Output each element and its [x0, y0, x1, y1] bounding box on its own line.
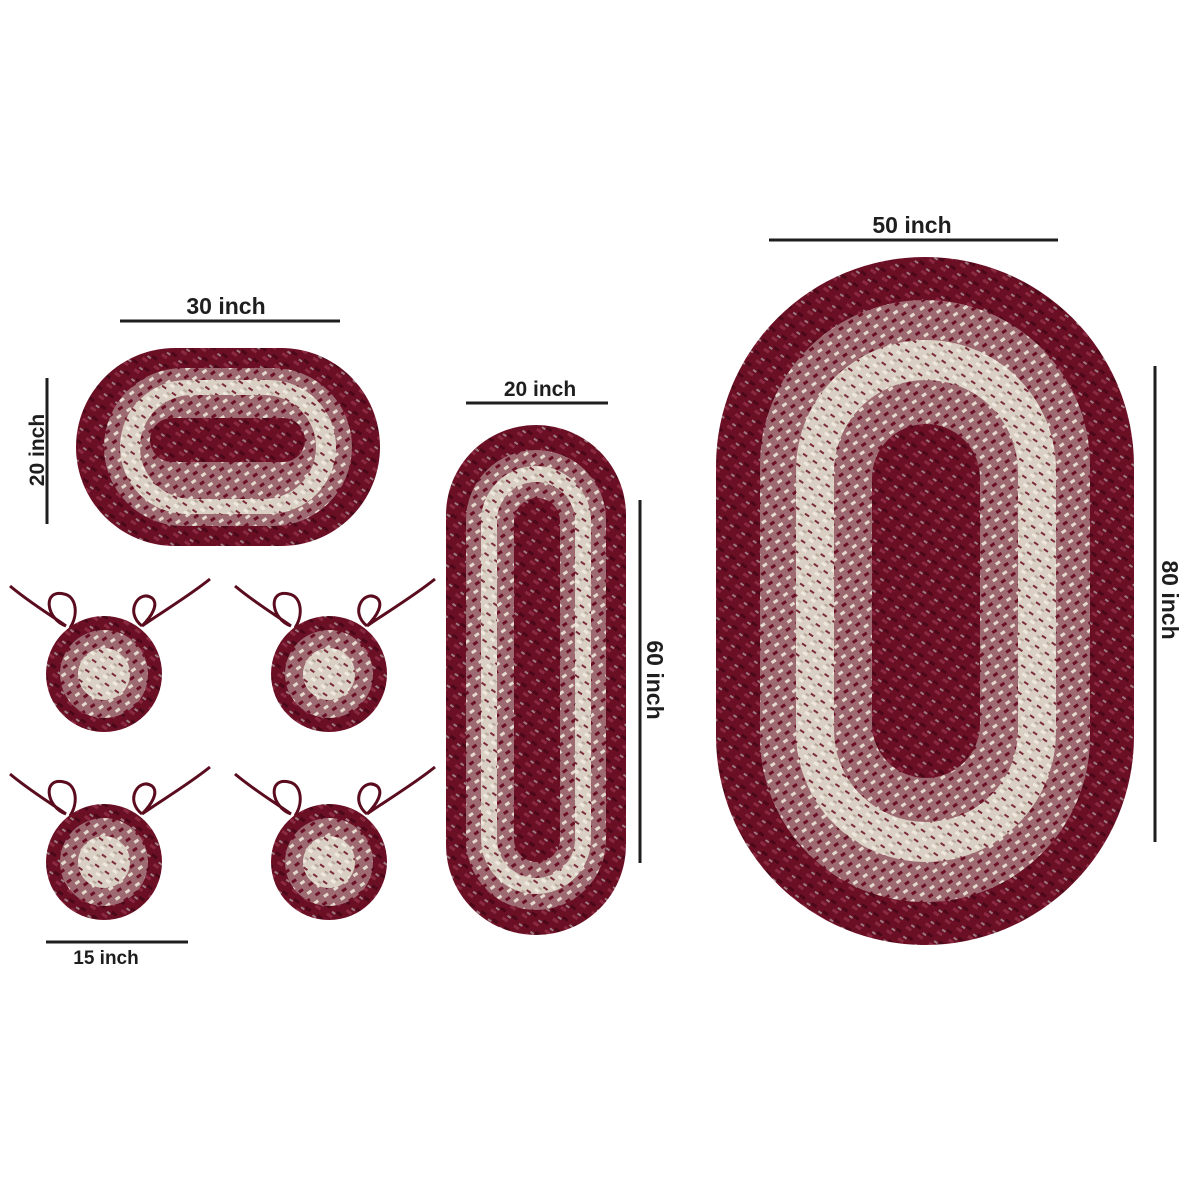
small-rug-height-label: 20 inch — [26, 414, 49, 486]
chair-pads: 15 inch — [9, 577, 436, 969]
chair-pad-width-label: 15 inch — [73, 948, 138, 969]
chair-pad — [234, 765, 436, 920]
chair-pad — [234, 577, 436, 732]
chair-pad — [9, 577, 211, 732]
chair-pad — [9, 765, 211, 920]
runner-width-label: 20 inch — [504, 378, 576, 401]
small-oval-rug: 30 inch 20 inch — [26, 293, 380, 546]
large-oval-rug: 50 inch 80 inch — [716, 212, 1183, 945]
runner-rug: 20 inch 60 inch — [446, 378, 668, 935]
large-rug-height-label: 80 inch — [1157, 560, 1183, 639]
runner-height-label: 60 inch — [642, 640, 668, 719]
small-rug-width-label: 30 inch — [186, 293, 265, 319]
large-rug-width-label: 50 inch — [872, 212, 951, 238]
